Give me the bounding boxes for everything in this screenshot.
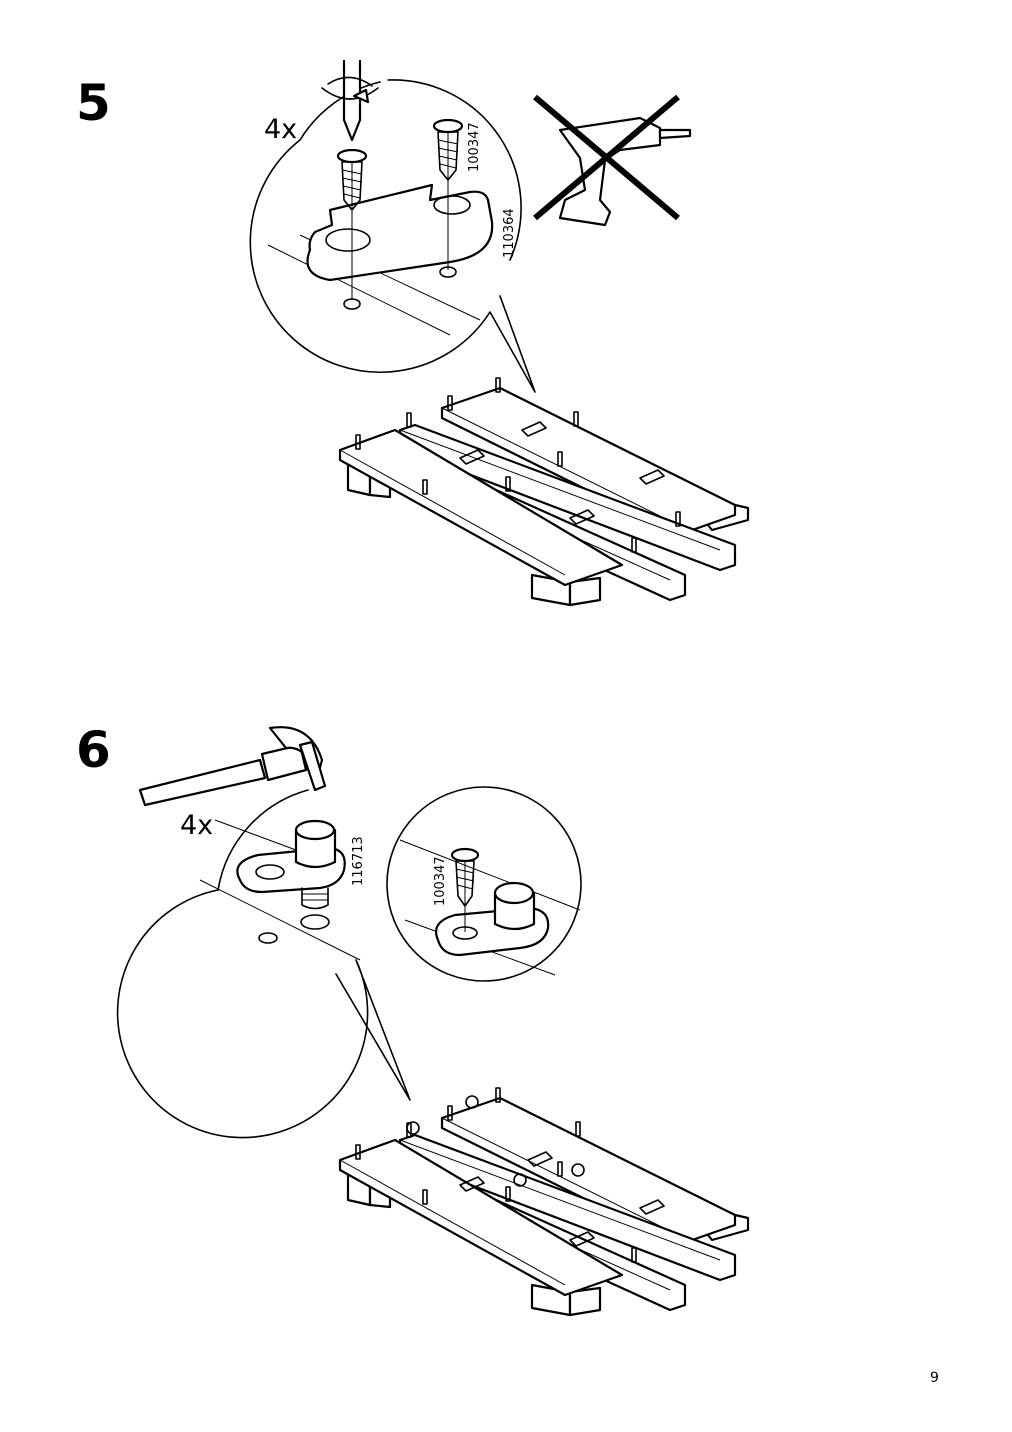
step-5-quantity: 4x [264, 114, 298, 145]
step6-assembly-illustration [338, 1087, 750, 1317]
step6-detail-callout-right [386, 786, 582, 982]
step-6-part-100347: 100347 [433, 856, 448, 906]
power-drill-crossed-out-icon [533, 94, 692, 227]
step-6-quantity: 4x [180, 810, 214, 841]
screw-100347-icon [336, 118, 464, 211]
step-6-number: 6 [76, 721, 111, 779]
step5-detail-callout [249, 60, 536, 393]
page-number: 9 [930, 1370, 939, 1386]
step-5-part-110364: 110364 [502, 208, 517, 258]
step5-assembly-illustration [338, 377, 750, 607]
step-5-part-100347: 100347 [467, 122, 482, 172]
hammer-icon [138, 726, 327, 807]
step6-detail-callout-left [116, 789, 411, 1139]
step-6-part-116713: 116713 [351, 836, 366, 886]
screwdriver-icon [321, 60, 379, 142]
step-5-number: 5 [76, 74, 111, 132]
